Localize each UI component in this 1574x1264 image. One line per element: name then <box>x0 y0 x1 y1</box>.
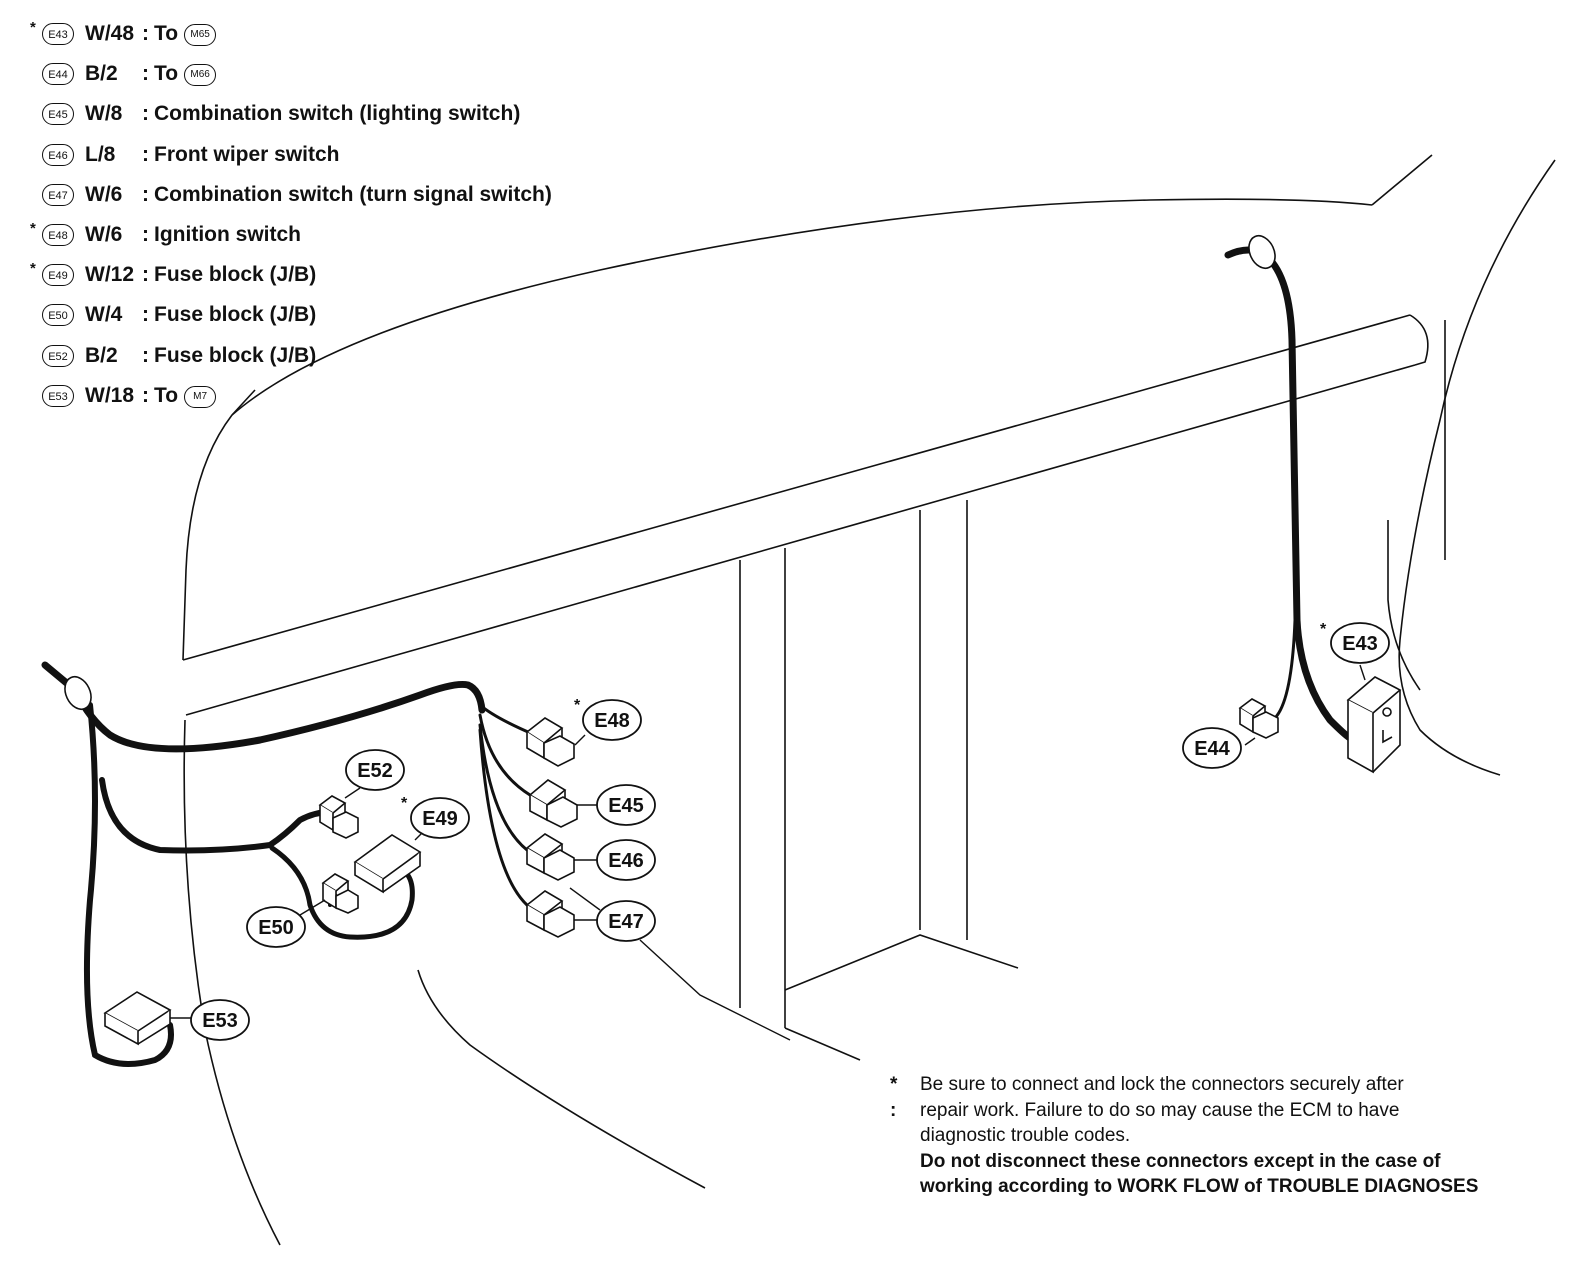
connector-e44 <box>1238 698 1279 739</box>
wire-spec: W/6 <box>85 222 123 246</box>
connector-description: Ignition switch <box>154 222 301 246</box>
wire-spec: W/8 <box>85 102 123 126</box>
callout-label-e44: E44 <box>1194 738 1230 760</box>
callout-label-e52: E52 <box>357 760 393 782</box>
legend-star: * <box>30 260 36 278</box>
wire-spec: L/8 <box>85 142 116 166</box>
separator: : <box>142 62 149 86</box>
connector-e50 <box>321 873 359 914</box>
separator: : <box>142 222 149 246</box>
connector-e43 <box>1346 676 1402 774</box>
note-warning: Do not disconnect these connectors excep… <box>920 1149 1478 1200</box>
note-body: Be sure to connect and lock the connecto… <box>920 1072 1478 1200</box>
callout-label-e48: E48 <box>594 710 630 732</box>
target-connector-badge: M7 <box>184 385 217 408</box>
target-connector-badge: M66 <box>184 64 217 87</box>
wire-spec: W/4 <box>85 303 123 327</box>
separator: : <box>142 22 149 45</box>
separator: : <box>142 182 149 206</box>
note-line: diagnostic trouble codes. <box>920 1125 1131 1146</box>
connector-e49 <box>353 834 422 894</box>
separator: : <box>142 142 149 166</box>
callout-bubble-e48 <box>582 699 642 741</box>
connector-e52 <box>318 795 359 839</box>
connector-e45 <box>528 779 578 828</box>
connector-id-badge: E50 <box>42 304 74 327</box>
separator: : <box>142 383 149 407</box>
connector-description: Front wiper switch <box>154 142 340 166</box>
callout-bubble-e53 <box>190 999 250 1041</box>
description-text: To <box>154 62 179 86</box>
note-warning-line: working according to WORK FLOW of TROUBL… <box>920 1176 1479 1197</box>
callout-bubble-e44 <box>1182 727 1242 769</box>
connector-id-badge: E44 <box>42 63 74 86</box>
connector-description: Combination switch (turn signal switch) <box>154 182 552 206</box>
description-text: To <box>154 22 179 45</box>
note-line: Be sure to connect and lock the connecto… <box>920 1074 1404 1095</box>
callout-label-e47: E47 <box>608 911 644 933</box>
wiring-harness <box>41 246 1354 1067</box>
wire-spec: B/2 <box>85 62 118 86</box>
wire-spec: B/2 <box>85 343 118 367</box>
note-star: * : <box>890 1074 898 1121</box>
separator: : <box>142 303 149 327</box>
callout-label-e43: E43 <box>1342 633 1378 655</box>
connector-e53 <box>103 991 172 1046</box>
connector-description: Fuse block (J/B) <box>154 303 317 327</box>
callout-label-e45: E45 <box>608 795 644 817</box>
legend-star: * <box>30 19 36 36</box>
connector-id-badge: E43 <box>42 23 74 45</box>
target-connector-badge: M65 <box>184 24 217 46</box>
callout-bubble-e52 <box>345 749 405 791</box>
callout-label-e46: E46 <box>608 850 644 872</box>
connector-e48 <box>525 717 575 767</box>
callout-label-e50: E50 <box>258 917 294 939</box>
connector-e47 <box>525 890 575 938</box>
callout-star-e49: * <box>401 795 408 812</box>
connector-id-badge: E49 <box>42 264 74 287</box>
wire-spec: W/12 <box>85 263 135 287</box>
legend-star: * <box>30 219 36 237</box>
separator: : <box>142 343 149 367</box>
wire-spec: W/48 <box>85 22 135 45</box>
connector-description: Fuse block (J/B) <box>154 263 317 287</box>
description-text: To <box>154 383 179 407</box>
callout-leaders <box>170 664 1366 1041</box>
connector-id-badge: E46 <box>42 143 74 166</box>
connector-description: Combination switch (lighting switch) <box>154 102 521 126</box>
callout-bubble-e45 <box>596 784 656 826</box>
connector-e46 <box>525 833 575 881</box>
connector-id-badge: E45 <box>42 103 74 126</box>
callout-bubble-e47 <box>596 900 656 942</box>
connector-id-badge: E48 <box>42 223 74 246</box>
callout-bubble-e43 <box>1330 622 1390 664</box>
callout-label-e53: E53 <box>202 1010 238 1032</box>
wire-spec: W/18 <box>85 383 135 407</box>
note-warning-line: Do not disconnect these connectors excep… <box>920 1150 1441 1172</box>
note-line: repair work. Failure to do so may cause … <box>920 1099 1400 1121</box>
connector-description: Fuse block (J/B) <box>154 343 317 367</box>
callout-star-e48: * <box>574 697 581 714</box>
callout-bubble-e46 <box>596 839 656 881</box>
callout-bubble-e49 <box>410 797 470 839</box>
separator: : <box>142 263 149 287</box>
callout-bubble-e50 <box>246 906 306 948</box>
callout-label-e49: E49 <box>422 808 458 830</box>
connector-id-badge: E53 <box>42 384 74 407</box>
connector-id-badge: E52 <box>42 344 74 367</box>
connector-id-badge: E47 <box>42 183 74 206</box>
separator: : <box>142 102 149 126</box>
callout-star-e43: * <box>1320 621 1327 638</box>
grommet-right <box>1248 234 1276 270</box>
wire-spec: W/6 <box>85 182 123 206</box>
grommet-left <box>64 675 92 711</box>
